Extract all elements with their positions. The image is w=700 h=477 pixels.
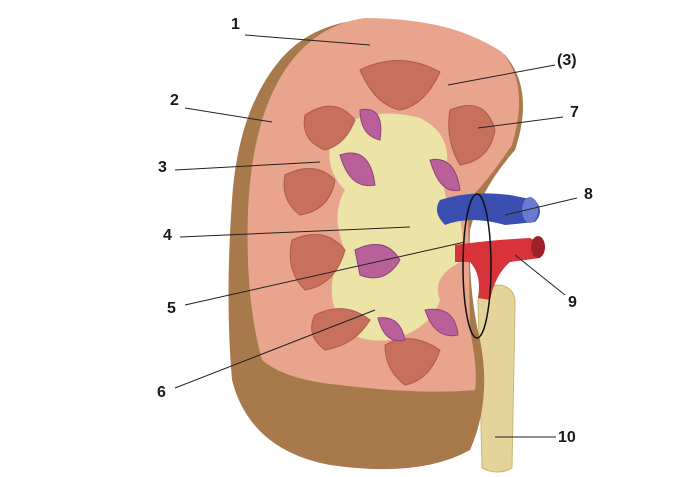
renal-artery-lumen [531, 236, 545, 258]
label-2: 2 [170, 92, 179, 109]
medullary-pyramids [283, 60, 496, 386]
hilum-outline [462, 193, 492, 339]
label-7: 7 [570, 104, 579, 121]
renal-vein-lumen [522, 197, 538, 223]
label-3: 3 [158, 159, 167, 176]
leader-lines [174, 34, 578, 438]
label-6: 6 [157, 384, 166, 401]
label-10: 10 [558, 429, 576, 446]
renal-artery [455, 238, 542, 300]
minor-calyces [339, 108, 461, 342]
label-8: 8 [584, 186, 593, 203]
label-5: 5 [167, 300, 176, 317]
label-4: 4 [163, 227, 172, 244]
label-3-parenthesized: (3) [557, 52, 577, 69]
label-9: 9 [568, 294, 577, 311]
renal-vein [436, 193, 540, 225]
label-1: 1 [231, 16, 240, 33]
